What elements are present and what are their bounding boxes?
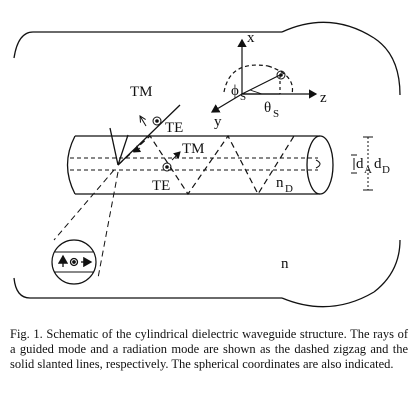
label-core-index-sub: D xyxy=(285,183,293,195)
label-core-index: n xyxy=(276,175,284,191)
label-phi: ϕ xyxy=(231,83,239,99)
waveguide-core xyxy=(70,157,318,171)
outer-boundary xyxy=(13,21,401,308)
coordinate-axes xyxy=(210,38,318,113)
label-tm-top: TM xyxy=(130,84,153,100)
polarization-top xyxy=(140,116,162,127)
label-te-top: TE xyxy=(165,120,183,136)
label-te-mid: TE xyxy=(152,178,170,194)
label-phi-sub: S xyxy=(240,91,246,103)
magnifier xyxy=(51,169,119,285)
dimension-markers xyxy=(351,136,373,191)
waveguide-cylinder xyxy=(66,135,334,195)
label-core-width-sub: A xyxy=(364,164,372,176)
guided-mode-zigzag xyxy=(117,134,295,196)
label-y-axis: y xyxy=(214,114,222,130)
label-z-axis: z xyxy=(320,90,327,106)
label-cladding-index: n xyxy=(281,256,289,272)
label-waveguide-width-sub: D xyxy=(382,164,390,176)
label-core-width: d xyxy=(356,156,364,172)
magnifier-contents xyxy=(57,254,93,268)
radiation-mode-rays xyxy=(109,104,181,166)
core-end xyxy=(315,159,321,169)
label-waveguide-width: d xyxy=(374,156,382,172)
label-x-axis: x xyxy=(247,30,255,46)
polarization-mid xyxy=(133,145,181,172)
figure-caption: Fig. 1. Schematic of the cylindrical die… xyxy=(10,327,408,372)
label-tm-mid: TM xyxy=(182,141,205,157)
label-theta: θ xyxy=(264,100,271,116)
label-theta-sub: S xyxy=(273,108,279,120)
coordinate-point xyxy=(276,70,286,80)
